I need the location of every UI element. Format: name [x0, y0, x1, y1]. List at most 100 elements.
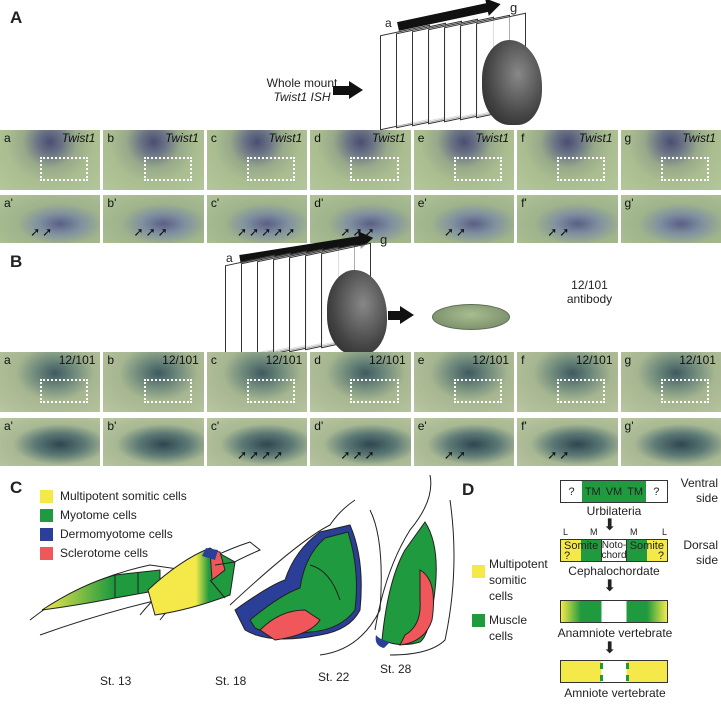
embryo-head: [482, 40, 542, 125]
stage-28-diagram: [374, 474, 455, 656]
zoom-region-box: [40, 379, 89, 403]
panel-letter: c': [210, 419, 220, 433]
legend-swatch: [40, 490, 53, 503]
arrow-end-label: g: [510, 0, 518, 15]
amniote-caption: Amniote vertebrate: [564, 686, 666, 700]
zoom-region-box: [143, 157, 192, 181]
marker-label: 12/101: [265, 353, 303, 367]
panel-letter: c: [210, 353, 217, 367]
zoom-section-image: c'➚➚➚➚: [206, 418, 308, 466]
zoom-region-box: [350, 379, 399, 403]
legend-swatch: [40, 528, 53, 541]
amniote-diagram: [560, 660, 668, 683]
marker-label: Twist1: [61, 131, 96, 145]
arrow-markers: ➚➚➚➚➚: [236, 225, 298, 239]
legend-swatch-muscle: [472, 614, 485, 627]
anamniote-diagram: [560, 600, 668, 623]
stage-label: St. 13: [100, 674, 132, 688]
panel-d-label: D: [462, 480, 475, 499]
zoom-region-box: [557, 379, 606, 403]
legend-line: Multipotent: [489, 557, 548, 571]
zoom-section-image: e' ➚➚: [413, 418, 515, 466]
panel-letter: a: [4, 131, 11, 145]
arrow-markers: ➚➚: [30, 225, 55, 239]
stage-13-diagram: [29, 564, 186, 636]
section-image: a Twist1: [0, 130, 101, 190]
notochord-line: Noto-: [601, 539, 627, 551]
panel-letter: e': [417, 419, 427, 433]
marker-label: Twist1: [371, 131, 406, 145]
marker-label: 12/101: [58, 353, 96, 367]
section-image: g 12/101: [620, 352, 721, 412]
zoom-section-image: g': [620, 195, 721, 243]
legend-swatch: [40, 547, 53, 560]
arrow-markers: ➚➚: [443, 225, 468, 239]
ventral-line: Ventral: [680, 476, 718, 490]
somite-label: Somite: [564, 539, 599, 552]
zoom-section-image: e'➚➚: [413, 195, 515, 243]
marker-label: Twist1: [682, 131, 716, 145]
arrow-start-label-b: a: [226, 251, 233, 265]
cell-unknown: ?: [561, 481, 583, 502]
muscle-cells-right: [625, 663, 629, 681]
axis-label-l: L: [563, 527, 569, 537]
somite-left: Somite?: [561, 540, 601, 561]
zoom-region-box: [143, 379, 192, 403]
legend-label: Multipotent somitic cells: [60, 489, 187, 503]
panel-letter: d: [314, 353, 321, 367]
panel-letter: b': [107, 196, 117, 210]
zoom-region-box: [350, 157, 399, 181]
panel-letter: a': [4, 419, 13, 433]
legend-label: Myotome cells: [60, 508, 137, 522]
panel-letter: g: [624, 353, 632, 367]
stage-label: St. 28: [380, 662, 412, 676]
cell-vm: VM: [603, 481, 625, 502]
method-line-2: Twist1 ISH: [273, 90, 331, 104]
legend-line: cells: [489, 589, 514, 603]
panel-letter: f: [521, 131, 525, 145]
urbilateria-caption: Urbilateria: [586, 504, 642, 518]
legend-swatch-multipotent: [472, 565, 485, 578]
zoom-section-image: d'➚➚➚: [310, 418, 411, 466]
panel-letter: f': [521, 196, 527, 210]
cephalochordate-diagram: Somite? Noto-chord Somite?: [560, 539, 668, 562]
legend-line: Muscle: [489, 613, 528, 627]
marker-label: 12/101: [472, 353, 510, 367]
zoom-section-image: c' ➚➚➚➚➚: [206, 195, 308, 243]
section-slice-illustration: [432, 304, 510, 330]
panel-letter: f': [521, 419, 527, 433]
panel-letter: g: [624, 131, 632, 145]
zoom-section-image: b'➚➚➚: [103, 195, 204, 243]
embryo-head: [327, 270, 387, 355]
panel-letter: c': [210, 196, 220, 210]
marker-label: Twist1: [268, 131, 303, 145]
arrow-markers: ➚➚➚: [340, 448, 377, 462]
arrow-markers: ➚➚: [443, 448, 468, 462]
zoom-region-box: [660, 157, 709, 181]
antibody-line-1: 12/101: [571, 278, 608, 292]
somite-stage-diagrams: [29, 474, 455, 656]
arrow-end-label-b: g: [380, 232, 388, 247]
marker-label: 12/101: [575, 353, 613, 367]
axis-label-l: L: [662, 527, 668, 537]
panel-letter: g': [624, 419, 634, 433]
legend-label-multipotent: Multipotent somitic cells: [489, 556, 548, 604]
section-image: c 12/101: [206, 352, 308, 412]
arrow-markers: ➚➚: [547, 448, 572, 462]
cell-tm: TM: [582, 481, 604, 502]
marker-label: 12/101: [679, 353, 716, 367]
zoom-section-image: a': [0, 418, 101, 466]
zoom-section-image: f'➚➚: [517, 195, 618, 243]
zoom-region-box: [40, 157, 89, 181]
legend-line: somitic: [489, 573, 527, 587]
